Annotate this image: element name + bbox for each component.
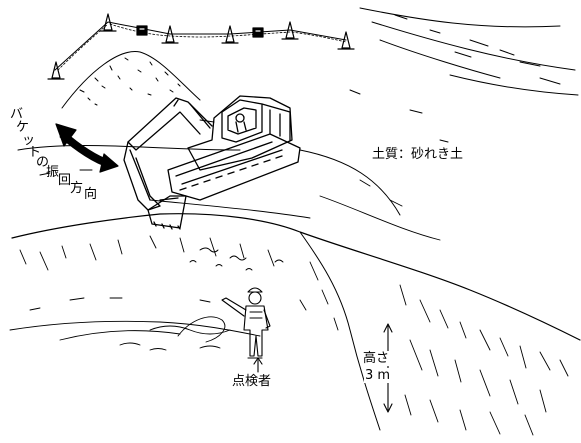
bucket-dir-char: バ — [10, 107, 24, 122]
traffic-cone-5 — [281, 21, 299, 40]
trench-wall-texture — [19, 235, 569, 436]
traffic-cone-3 — [161, 25, 179, 44]
worker-icon — [221, 287, 271, 359]
bucket-dir-char: ト — [28, 145, 42, 160]
bucket-dir-char: ッ — [22, 133, 36, 148]
height-label: 高さ — [362, 351, 391, 366]
slope-lines — [149, 179, 441, 241]
traffic-cone-4 — [221, 25, 239, 44]
bucket-dir-char: 回 — [58, 173, 72, 188]
traffic-cone-6 — [337, 31, 355, 50]
bucket-dir-char: 向 — [84, 187, 98, 202]
bucket-dir-char: 方 — [70, 181, 84, 196]
excavator-icon — [123, 95, 301, 230]
bucket-dir-char: ケ — [16, 120, 30, 135]
inspector-label: 点検者 — [232, 374, 272, 389]
soil-type-label: 土質：砂れき土 — [372, 147, 464, 162]
bucket-dir-char: の — [36, 155, 50, 170]
traffic-cone-2 — [99, 13, 117, 32]
height-value: 3 m — [364, 368, 392, 383]
traffic-cone-1 — [47, 61, 65, 80]
distant-terrain — [359, 7, 579, 96]
trench-edge — [11, 213, 581, 431]
bucket-swing-direction-label: バ ケ ッ ト の 振 回 方 向 — [6, 108, 126, 228]
cone-fence — [54, 21, 347, 71]
inspector-pointer — [253, 357, 263, 373]
warning-sign-icon — [136, 25, 264, 38]
soil-mound — [61, 51, 201, 109]
bucket-dir-char: 振 — [46, 165, 60, 180]
swing-arrow-icon — [55, 123, 119, 173]
trench-floor — [9, 297, 261, 351]
